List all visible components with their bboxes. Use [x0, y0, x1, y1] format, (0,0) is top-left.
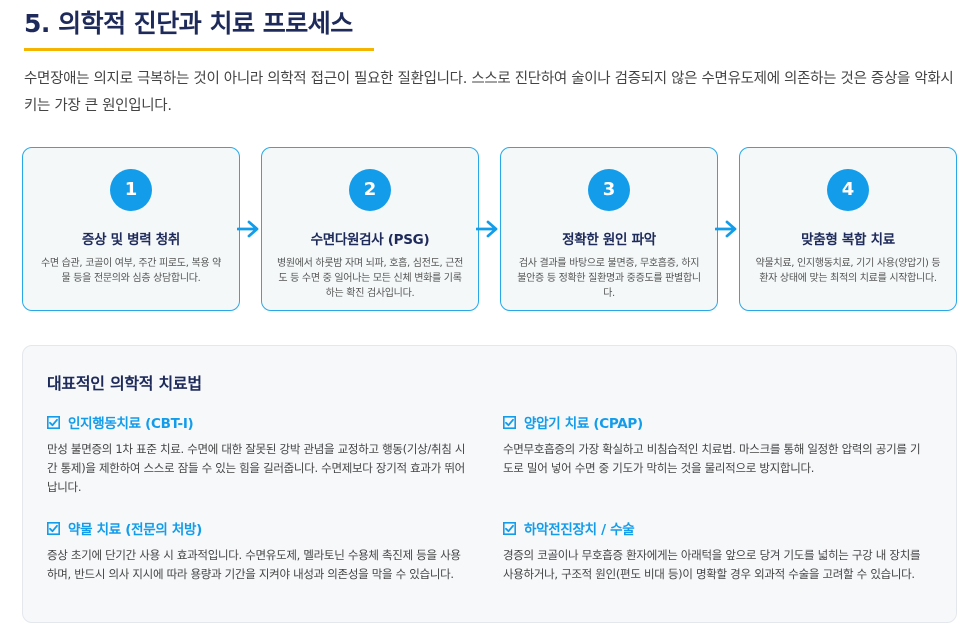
section-header: 5. 의학적 진단과 치료 프로세스: [24, 6, 374, 51]
checkbox-checked-icon: [47, 415, 60, 429]
intro-paragraph: 수면장애는 의지로 극복하는 것이 아니라 의학적 접근이 필요한 질환입니다.…: [24, 71, 954, 114]
step-description: 수면 습관, 코골이 여부, 주간 피로도, 복용 약물 등을 전문의와 심층 …: [40, 258, 222, 284]
method-title: 인지행동치료 (CBT-I): [68, 416, 194, 432]
checkbox-checked-icon: [503, 521, 516, 535]
checkbox-checked-icon: [47, 521, 60, 535]
arrow-right-icon: [715, 220, 737, 238]
step-title: 수면다원검사 (PSG): [310, 232, 430, 248]
arrow-right-icon: [476, 220, 498, 238]
step-number-badge: 4: [827, 169, 869, 211]
checkbox-checked-icon: [503, 415, 516, 429]
step-number-badge: 1: [110, 169, 152, 211]
step-number-badge: 3: [588, 169, 630, 211]
step-description: 약물치료, 인지행동치료, 기기 사용(양압기) 등 환자 상태에 맞는 최적의…: [755, 258, 941, 284]
step-card-4: 4 맞춤형 복합 치료 약물치료, 인지행동치료, 기기 사용(양압기) 등 환…: [739, 147, 957, 311]
process-steps: 1 증상 및 병력 청취 수면 습관, 코골이 여부, 주간 피로도, 복용 약…: [22, 147, 957, 311]
method-cpap: 양압기 치료 (CPAP) 수면무호흡증의 가장 확실하고 비침습적인 치료법.…: [503, 412, 923, 478]
step-title: 맞춤형 복합 치료: [801, 232, 895, 248]
title-underline: [24, 48, 374, 51]
method-title: 하악전진장치 / 수술: [524, 522, 635, 538]
treatment-methods-panel: 대표적인 의학적 치료법 인지행동치료 (CBT-I) 만성 불면증의 1차 표…: [22, 345, 957, 623]
step-card-3: 3 정확한 원인 파악 검사 결과를 바탕으로 불면증, 무호흡증, 하지불안증…: [500, 147, 718, 311]
method-medication: 약물 치료 (전문의 처방) 증상 초기에 단기간 사용 시 효과적입니다. 수…: [47, 518, 467, 584]
arrow-right-icon: [237, 220, 259, 238]
step-card-2: 2 수면다원검사 (PSG) 병원에서 하룻밤 자며 뇌파, 호흡, 심전도, …: [261, 147, 479, 311]
step-description: 검사 결과를 바탕으로 불면증, 무호흡증, 하지불안증 등 정확한 질환명과 …: [517, 258, 701, 299]
method-description: 수면무호흡증의 가장 확실하고 비침습적인 치료법. 마스크를 통해 일정한 압…: [503, 442, 921, 475]
method-title: 약물 치료 (전문의 처방): [68, 522, 203, 538]
step-number-badge: 2: [349, 169, 391, 211]
method-description: 증상 초기에 단기간 사용 시 효과적입니다. 수면유도제, 멜라토닌 수용체 …: [47, 548, 461, 581]
step-card-1: 1 증상 및 병력 청취 수면 습관, 코골이 여부, 주간 피로도, 복용 약…: [22, 147, 240, 311]
method-description: 만성 불면증의 1차 표준 치료. 수면에 대한 잘못된 강박 관념을 교정하고…: [47, 442, 466, 494]
step-title: 증상 및 병력 청취: [81, 232, 181, 248]
panel-title: 대표적인 의학적 치료법: [47, 374, 202, 393]
step-description: 병원에서 하룻밤 자며 뇌파, 호흡, 심전도, 근전도 등 수면 중 일어나는…: [276, 258, 464, 299]
page-title: 5. 의학적 진단과 치료 프로세스: [24, 9, 353, 38]
method-oral-device-surgery: 하악전진장치 / 수술 경증의 코골이나 무호흡증 환자에게는 아래턱을 앞으로…: [503, 518, 923, 584]
method-cbt-i: 인지행동치료 (CBT-I) 만성 불면증의 1차 표준 치료. 수면에 대한 …: [47, 412, 467, 497]
step-title: 정확한 원인 파악: [562, 232, 656, 248]
method-description: 경증의 코골이나 무호흡증 환자에게는 아래턱을 앞으로 당겨 기도를 넓히는 …: [503, 548, 921, 581]
method-title: 양압기 치료 (CPAP): [524, 416, 643, 432]
